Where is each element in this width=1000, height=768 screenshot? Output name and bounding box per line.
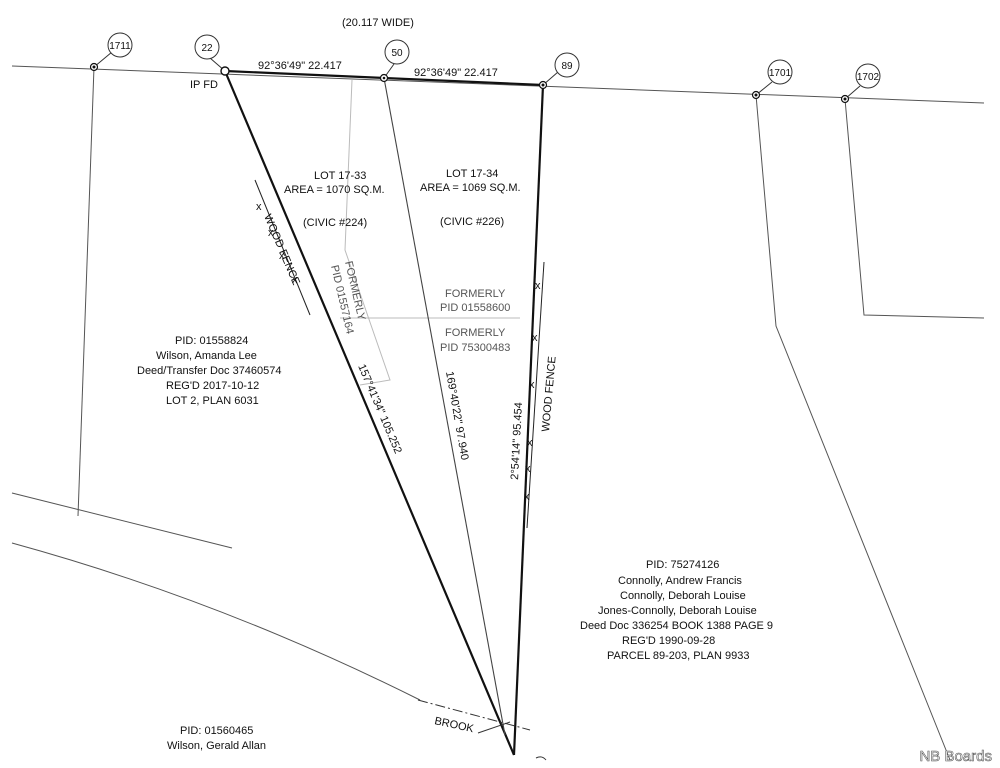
watermark: NB Boards <box>919 748 992 765</box>
marker-1702: 1702 <box>840 63 881 104</box>
boundary-line <box>844 98 985 319</box>
wood-fence-west <box>254 179 311 316</box>
boundary-line <box>755 94 951 761</box>
boundary-line <box>11 492 233 549</box>
svg-text:1711: 1711 <box>109 41 131 52</box>
parcel-west-lot: LOT 2, PLAN 6031 <box>166 395 259 407</box>
lot-17-34-formerly-1: FORMERLY <box>445 288 506 300</box>
lot-17-33-name: LOT 17-33 <box>314 170 366 182</box>
front-line-east <box>383 76 544 87</box>
svg-text:x: x <box>256 201 262 213</box>
svg-text:x: x <box>532 332 538 344</box>
bearing-middle-line: 169°40'22" 97.940 <box>443 370 470 461</box>
lot-17-33-civic: (CIVIC #224) <box>303 217 367 229</box>
svg-text:x: x <box>529 379 535 391</box>
parcel-west-regd: REG'D 2017-10-12 <box>166 380 259 392</box>
lot-17-34-formerly-1-pid: PID 01558600 <box>440 302 510 314</box>
parcel-east-pid: PID: 75274126 <box>646 559 719 571</box>
marker-22: 22 <box>194 34 230 76</box>
wood-fence-east <box>526 261 545 529</box>
bearing-west-line: 157°41'34" 105.252 <box>355 362 404 455</box>
street-width-label: (20.117 WIDE) <box>342 17 414 29</box>
bearing-east-line: 2°54'14" 95.454 <box>509 402 525 480</box>
boundary-line <box>77 66 95 517</box>
parcel-east-regd: REG'D 1990-09-28 <box>622 635 715 647</box>
bearing-front-west: 92°36'49" 22.417 <box>258 60 342 72</box>
parcel-east-owner-3: Jones-Connolly, Deborah Louise <box>598 605 757 617</box>
marker-1711: 1711 <box>89 32 133 72</box>
west-lot-line <box>223 70 516 756</box>
lot-17-34-area: AREA = 1069 SQ.M. <box>420 182 521 194</box>
east-lot-line <box>512 84 545 756</box>
lot-17-33-area: AREA = 1070 SQ.M. <box>284 184 385 196</box>
former-lot-line <box>344 79 391 386</box>
parcel-west-pid: PID: 01558824 <box>175 335 248 347</box>
svg-text:x: x <box>279 250 285 262</box>
brook-end-arc <box>535 756 547 761</box>
parcel-east-owner-1: Connolly, Andrew Francis <box>618 575 742 587</box>
parcel-west-deed: Deed/Transfer Doc 37460574 <box>137 365 282 377</box>
brook-arrow <box>477 721 511 734</box>
wood-fence-west-label: WOOD FENCE <box>261 212 302 286</box>
fence-marks-west: x x x x <box>256 201 298 286</box>
svg-text:50: 50 <box>391 48 403 59</box>
lot-17-34-formerly-2-pid: PID 75300483 <box>440 342 510 354</box>
marker-50: 50 <box>379 39 410 83</box>
svg-text:x: x <box>524 491 530 503</box>
lot-17-34-civic: (CIVIC #226) <box>440 216 504 228</box>
parcel-east-parcel: PARCEL 89-203, PLAN 9933 <box>607 650 749 662</box>
svg-text:1702: 1702 <box>857 72 880 83</box>
middle-lot-line <box>383 77 506 736</box>
parcel-south-pid: PID: 01560465 <box>180 725 253 737</box>
bearing-front-east: 92°36'49" 22.417 <box>414 67 498 79</box>
parcel-east-deed: Deed Doc 336254 BOOK 1388 PAGE 9 <box>580 620 773 632</box>
lot-17-34-formerly-2: FORMERLY <box>445 327 506 339</box>
svg-text:x: x <box>292 274 298 286</box>
parcel-south-owner: Wilson, Gerald Allan <box>167 740 266 752</box>
ip-fd-label: IP FD <box>190 79 218 91</box>
parcel-west-owner: Wilson, Amanda Lee <box>156 350 257 362</box>
svg-text:x: x <box>525 463 531 475</box>
street-line <box>11 65 985 104</box>
fence-marks-east: x x x x x x <box>524 280 541 503</box>
marker-89: 89 <box>538 52 580 90</box>
svg-text:89: 89 <box>561 61 573 72</box>
lot-17-34-name: LOT 17-34 <box>446 168 498 180</box>
svg-text:22: 22 <box>201 43 213 54</box>
marker-1701: 1701 <box>751 59 793 100</box>
wood-fence-east-label: WOOD FENCE <box>540 356 559 433</box>
svg-text:x: x <box>268 227 274 239</box>
svg-text:x: x <box>535 280 541 292</box>
brook-label: BROOK <box>433 715 475 735</box>
brook-line <box>417 699 531 731</box>
svg-text:1701: 1701 <box>769 68 792 79</box>
boundary-line <box>11 542 421 701</box>
svg-text:x: x <box>527 437 533 449</box>
parcel-east-owner-2: Connolly, Deborah Louise <box>620 590 746 602</box>
front-line-west <box>224 69 385 80</box>
